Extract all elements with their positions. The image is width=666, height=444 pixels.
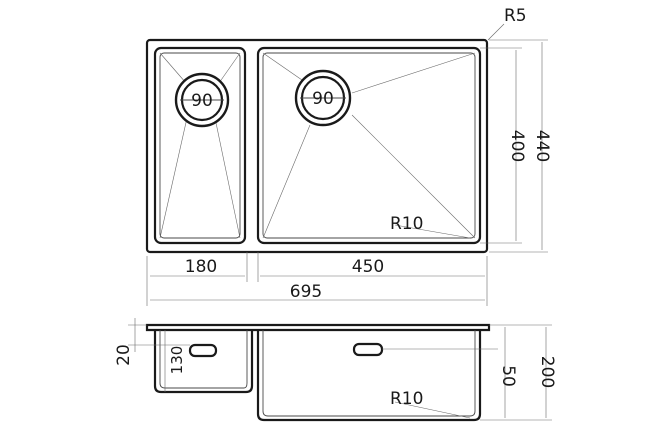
side-view: R10 20 130 50 200	[114, 318, 557, 422]
small-bowl-drain: 90	[174, 72, 230, 128]
small-bowl-slope-lines	[159, 52, 241, 239]
height-dimensions: 400 440	[480, 39, 552, 253]
top-view: 90 90 R10 R5	[145, 6, 552, 306]
large-bowl-profile-inner	[262, 330, 476, 417]
large-bowl-outline	[256, 46, 482, 245]
left-depth-dimensions: 20 130	[114, 318, 190, 392]
large-bowl-overflow-slot	[352, 342, 384, 357]
outer-radius-leader	[487, 23, 505, 41]
outer-radius-label: R5	[504, 6, 527, 26]
small-bowl-inner-line	[159, 52, 241, 239]
large-drain-diameter-label: 90	[312, 89, 334, 109]
small-bowl-depth-label: 130	[168, 346, 186, 375]
large-bowl-slope-lines	[262, 52, 476, 239]
small-bowl-overflow-slot	[188, 343, 218, 358]
small-bowl-profile-inner	[159, 330, 248, 389]
small-drain-diameter-label: 90	[191, 91, 213, 111]
right-depth-dimensions: 50 200	[480, 324, 557, 421]
sink-flange	[145, 323, 491, 332]
sink-outer-rim	[145, 38, 489, 254]
large-bowl-width-label: 450	[352, 257, 384, 277]
outer-height-label: 440	[532, 130, 552, 162]
total-depth-label: 200	[537, 356, 557, 388]
inner-radius-label: R10	[390, 214, 423, 234]
large-bowl-profile	[256, 330, 482, 422]
flange-height-label: 20	[114, 344, 134, 366]
inner-height-label: 400	[507, 130, 527, 162]
small-bowl-outline	[153, 46, 247, 245]
overflow-offset-label: 50	[498, 365, 518, 387]
small-bowl-profile	[153, 330, 254, 394]
bowl-width-dimensions: 180 450 695	[146, 252, 488, 306]
small-bowl-width-label: 180	[185, 257, 217, 277]
total-width-label: 695	[290, 282, 322, 302]
large-bowl-inner-line	[262, 52, 476, 239]
large-bowl-drain: 90	[294, 69, 352, 127]
inner-radius-leader	[394, 224, 471, 239]
bottom-radius-label: R10	[390, 389, 423, 409]
bottom-radius-leader	[394, 401, 471, 419]
